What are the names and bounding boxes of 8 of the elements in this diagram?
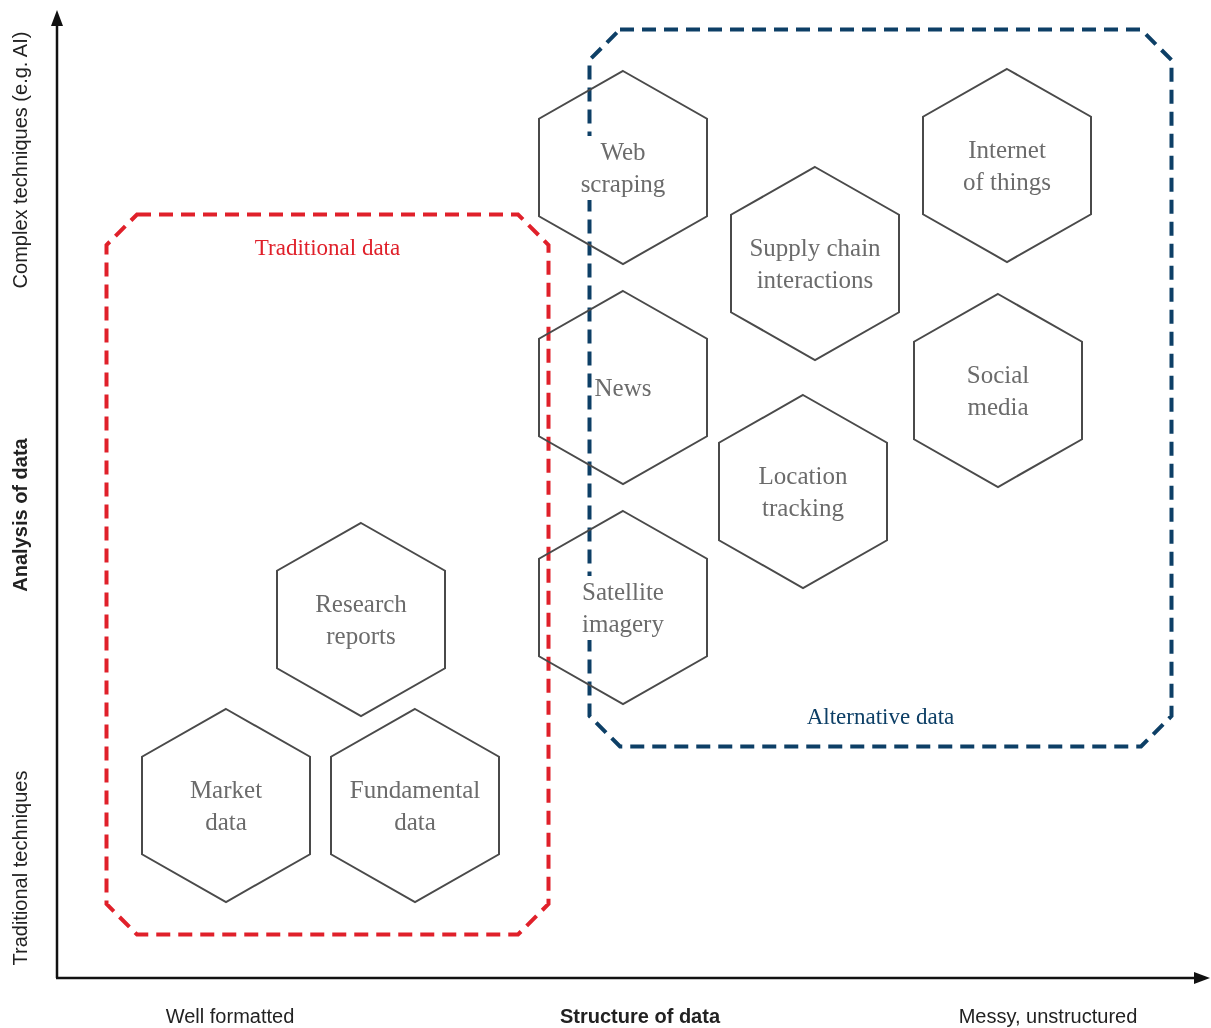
axis-end-label: Traditional techniques — [8, 770, 32, 966]
axis-title: Analysis of data — [8, 438, 32, 592]
axis-end-label: Well formatted — [165, 1004, 295, 1028]
axis-end-label: Messy, unstructured — [958, 1004, 1138, 1028]
region-title: Alternative data — [806, 704, 955, 730]
axis-title: Structure of data — [560, 1004, 720, 1028]
axis-end-label: Complex techniques (e.g. AI) — [8, 31, 32, 289]
region-title: Traditional data — [254, 235, 401, 261]
